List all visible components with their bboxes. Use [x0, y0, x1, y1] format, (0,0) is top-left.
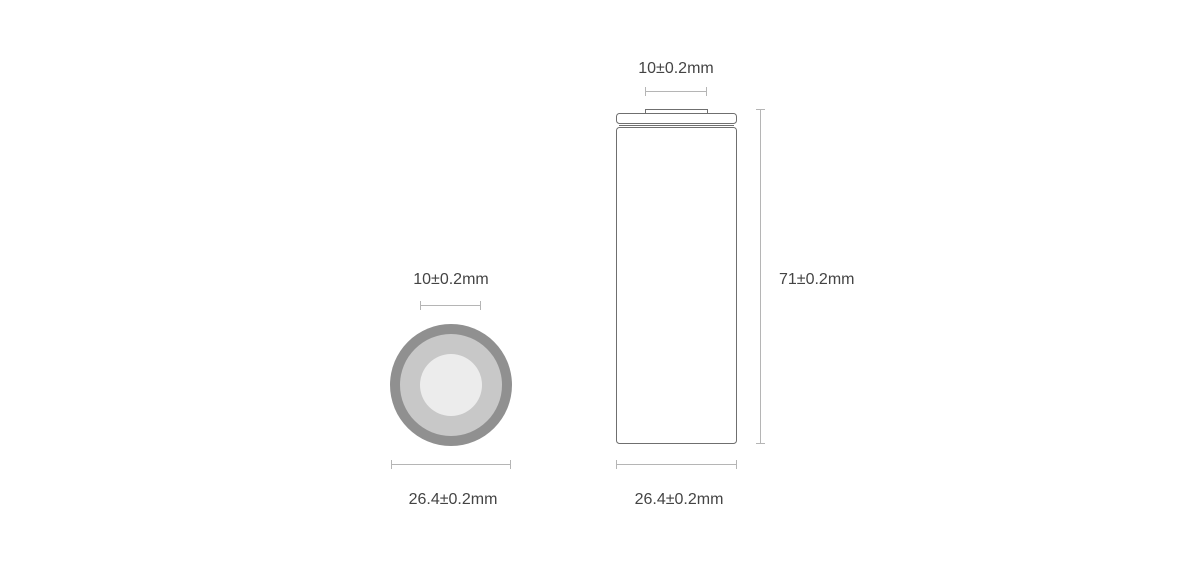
side-view-diameter-label: 26.4±0.2mm [634, 491, 724, 508]
side-view [616, 87, 765, 469]
top-view-terminal-circle [420, 354, 482, 416]
side-view-cap [616, 113, 737, 124]
top-view-diameter-label: 26.4±0.2mm [408, 491, 498, 508]
top-view-terminal-dimension-line [420, 301, 481, 310]
top-view-diameter-dimension-line [391, 460, 511, 469]
top-view [390, 301, 512, 469]
side-view-body [616, 127, 737, 444]
side-view-terminal-width-label: 10±0.2mm [638, 60, 714, 77]
side-view-diameter-dimension-line [616, 460, 737, 469]
side-view-terminal-dimension-line [645, 87, 707, 96]
side-view-height-label: 71±0.2mm [779, 271, 855, 288]
side-view-terminal-nub [645, 109, 708, 114]
top-view-terminal-width-label: 10±0.2mm [413, 271, 489, 288]
side-view-height-dimension-line [756, 109, 765, 444]
